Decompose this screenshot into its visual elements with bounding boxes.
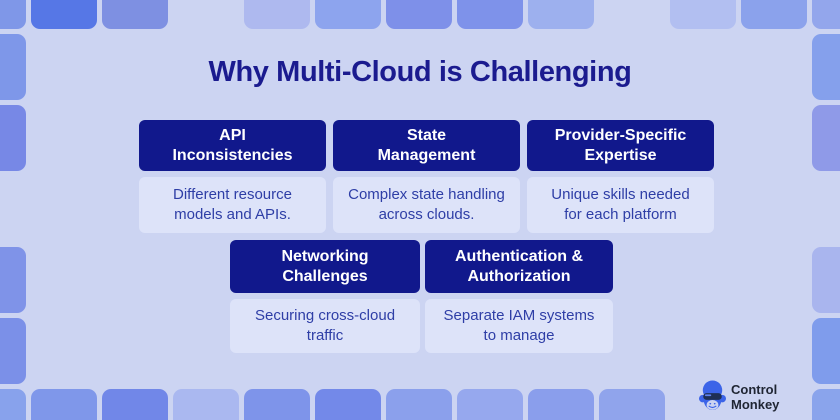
mosaic-tile bbox=[812, 34, 840, 100]
card-title-line: Authentication & bbox=[455, 247, 583, 265]
card-body-line: across clouds. bbox=[378, 206, 475, 223]
mosaic-tile bbox=[0, 389, 26, 420]
card-body-line: models and APIs. bbox=[174, 206, 291, 223]
card-body-line: to manage bbox=[483, 327, 555, 344]
card-body-line: for each platform bbox=[564, 206, 677, 223]
mosaic-tile bbox=[386, 389, 452, 420]
mosaic-tile bbox=[315, 0, 381, 29]
mosaic-tile bbox=[31, 0, 97, 29]
card-title-line: Provider-Specific bbox=[554, 126, 687, 144]
card-networking-challenges: Networking Challenges Securing cross-clo… bbox=[230, 240, 420, 353]
card-description: Securing cross-cloud traffic bbox=[230, 299, 420, 353]
logo-wordmark: Control Monkey bbox=[731, 382, 779, 412]
card-title-line: Expertise bbox=[584, 146, 657, 164]
card-api-inconsistencies: API Inconsistencies Different resource m… bbox=[139, 120, 326, 233]
card-description: Different resource models and APIs. bbox=[139, 177, 326, 233]
card-description: Complex state handling across clouds. bbox=[333, 177, 520, 233]
card-provider-specific-expertise: Provider-Specific Expertise Unique skill… bbox=[527, 120, 714, 233]
card-header: Authentication & Authorization bbox=[425, 240, 613, 293]
mosaic-tile bbox=[812, 389, 840, 420]
logo-word-line: Control bbox=[731, 381, 778, 397]
card-header: State Management bbox=[333, 120, 520, 171]
mosaic-tile bbox=[31, 389, 97, 420]
card-title-line: Networking bbox=[281, 247, 369, 265]
card-description: Unique skills needed for each platform bbox=[527, 177, 714, 233]
mosaic-tile bbox=[0, 34, 26, 100]
card-body-line: Complex state handling bbox=[348, 186, 505, 203]
card-title-line: Inconsistencies bbox=[172, 146, 293, 164]
mosaic-tile bbox=[102, 0, 168, 29]
card-header: Provider-Specific Expertise bbox=[527, 120, 714, 171]
card-title-line: State bbox=[406, 126, 447, 144]
mosaic-tile bbox=[812, 105, 840, 171]
card-header: Networking Challenges bbox=[230, 240, 420, 293]
mosaic-tile bbox=[102, 389, 168, 420]
card-authentication-authorization: Authentication & Authorization Separate … bbox=[425, 240, 613, 353]
mosaic-tile bbox=[244, 0, 310, 29]
mosaic-tile bbox=[457, 389, 523, 420]
mosaic-tile bbox=[315, 389, 381, 420]
mosaic-tile bbox=[812, 247, 840, 313]
mosaic-tile bbox=[599, 389, 665, 420]
card-header: API Inconsistencies bbox=[139, 120, 326, 171]
mosaic-tile bbox=[741, 0, 807, 29]
card-body-line: Securing cross-cloud bbox=[254, 307, 396, 324]
monkey-icon bbox=[699, 380, 726, 410]
mosaic-tile bbox=[457, 0, 523, 29]
card-body-line: traffic bbox=[306, 327, 344, 344]
mosaic-tile bbox=[173, 389, 239, 420]
mosaic-tile bbox=[0, 318, 26, 384]
mosaic-tile bbox=[0, 0, 26, 29]
card-body-line: Different resource bbox=[173, 186, 292, 203]
mosaic-tile bbox=[244, 389, 310, 420]
card-title-line: Authorization bbox=[467, 267, 571, 285]
mosaic-tile bbox=[386, 0, 452, 29]
mosaic-tile bbox=[812, 0, 840, 29]
card-body-line: Unique skills needed bbox=[551, 186, 690, 203]
mosaic-tile bbox=[670, 0, 736, 29]
card-title-line: API bbox=[219, 126, 246, 144]
mosaic-tile bbox=[0, 247, 26, 313]
card-description: Separate IAM systems to manage bbox=[425, 299, 613, 353]
mosaic-tile bbox=[528, 0, 594, 29]
card-state-management: State Management Complex state handling … bbox=[333, 120, 520, 233]
mosaic-tile bbox=[812, 318, 840, 384]
controlmonkey-logo: Control Monkey bbox=[699, 380, 779, 413]
mosaic-tile bbox=[0, 105, 26, 171]
logo-word-line: Monkey bbox=[731, 396, 780, 412]
card-title-line: Management bbox=[377, 146, 476, 164]
mosaic-tile bbox=[528, 389, 594, 420]
page-title: Why Multi-Cloud is Challenging bbox=[208, 56, 632, 88]
card-title-line: Challenges bbox=[282, 267, 368, 285]
card-body-line: Separate IAM systems bbox=[443, 307, 595, 324]
